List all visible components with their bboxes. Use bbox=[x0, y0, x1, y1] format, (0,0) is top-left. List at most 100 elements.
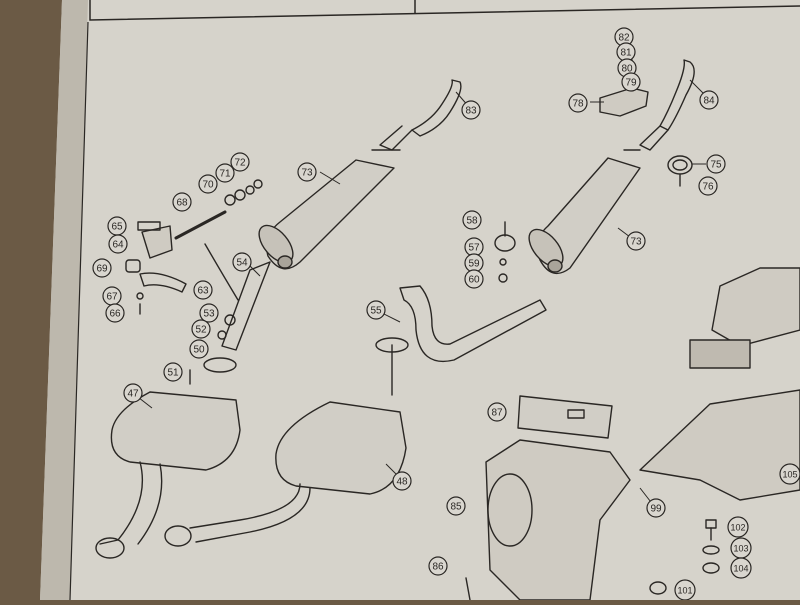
callout-circle bbox=[232, 252, 252, 272]
callout-circle bbox=[105, 303, 125, 323]
tailpipe-83-joint bbox=[379, 125, 413, 151]
cable-54 bbox=[204, 243, 239, 301]
callout-number: 67 bbox=[106, 292, 118, 303]
callout-c85: 85 bbox=[446, 496, 466, 516]
callout-circle bbox=[464, 269, 484, 289]
callout-circle bbox=[428, 556, 448, 576]
callout-c66: 66 bbox=[105, 303, 125, 323]
tailpipe-47a bbox=[99, 461, 144, 545]
flange-50 bbox=[203, 357, 237, 373]
callout-circle bbox=[92, 258, 112, 278]
callout-circle bbox=[108, 234, 128, 254]
callout-number: 81 bbox=[620, 48, 632, 59]
callout-number: 71 bbox=[219, 169, 231, 180]
callout-c79: 79 bbox=[621, 72, 641, 92]
callout-c87: 87 bbox=[487, 402, 507, 422]
callout-number: 101 bbox=[677, 586, 692, 596]
callout-c70: 70 bbox=[198, 174, 218, 194]
callout-circle bbox=[297, 162, 317, 182]
washer-52 bbox=[217, 330, 227, 340]
callout-circle bbox=[215, 163, 235, 183]
callout-circle bbox=[230, 152, 250, 172]
callout-number: 75 bbox=[710, 160, 722, 171]
callout-c102: 102 bbox=[727, 516, 749, 538]
callout-number: 69 bbox=[96, 264, 108, 275]
callout-circle bbox=[727, 516, 749, 538]
callout-circle bbox=[172, 192, 192, 212]
callout-number: 52 bbox=[195, 325, 207, 336]
callout-c55: 55 bbox=[366, 300, 386, 320]
callout-number: 63 bbox=[197, 286, 209, 297]
callout-c54: 54 bbox=[232, 252, 252, 272]
callout-c71: 71 bbox=[215, 163, 235, 183]
callout-number: 80 bbox=[621, 64, 633, 75]
callout-c69: 69 bbox=[92, 258, 112, 278]
callout-number: 86 bbox=[432, 562, 444, 573]
tunnel-panel bbox=[639, 389, 800, 501]
callout-number: 87 bbox=[491, 408, 503, 419]
callout-number: 99 bbox=[650, 504, 662, 515]
callout-number: 59 bbox=[468, 259, 480, 270]
header-frame bbox=[89, 0, 800, 21]
clamp-75 bbox=[667, 155, 693, 175]
callout-circle bbox=[392, 471, 412, 491]
callout-number: 102 bbox=[730, 523, 745, 533]
callout-number: 78 bbox=[572, 99, 584, 110]
plate-65 bbox=[137, 221, 161, 231]
intermediate-pipe-55 bbox=[399, 285, 547, 362]
console-panel bbox=[711, 267, 800, 347]
callout-number: 65 bbox=[111, 222, 123, 233]
callout-number: 54 bbox=[236, 258, 248, 269]
callout-circle bbox=[621, 72, 641, 92]
callout-c53: 53 bbox=[199, 303, 219, 323]
callout-c50: 50 bbox=[189, 339, 209, 359]
floor-panel-85-cutout bbox=[487, 473, 533, 547]
tailpipe-47-end bbox=[95, 537, 125, 559]
callout-circle bbox=[646, 498, 666, 518]
callout-c73b: 73 bbox=[626, 231, 646, 251]
nut-72 bbox=[253, 179, 263, 189]
heat-shield-87 bbox=[517, 395, 613, 439]
callout-c103: 103 bbox=[730, 537, 752, 559]
callout-number: 84 bbox=[703, 96, 715, 107]
heat-shield-87-slot bbox=[567, 409, 585, 419]
paper-edge-shadow bbox=[40, 0, 88, 600]
washer-67 bbox=[136, 292, 144, 300]
callout-number: 104 bbox=[733, 564, 748, 574]
callout-circle bbox=[461, 100, 481, 120]
callout-c83: 83 bbox=[461, 100, 481, 120]
cable-86 bbox=[465, 577, 471, 601]
callout-number: 79 bbox=[625, 78, 637, 89]
callout-number: 57 bbox=[468, 243, 480, 254]
silencer-47 bbox=[110, 391, 241, 471]
callout-number: 82 bbox=[618, 33, 630, 44]
callout-number: 73 bbox=[301, 168, 313, 179]
callout-c76: 76 bbox=[698, 176, 718, 196]
callout-circle bbox=[446, 496, 466, 516]
callout-c58: 58 bbox=[462, 210, 482, 230]
washer-70a bbox=[224, 194, 236, 206]
callout-c48: 48 bbox=[392, 471, 412, 491]
washer-59 bbox=[499, 258, 507, 266]
callout-c104: 104 bbox=[730, 557, 752, 579]
strap-63 bbox=[139, 272, 187, 293]
silencer-48 bbox=[275, 401, 407, 495]
parts-drawing bbox=[95, 33, 800, 601]
callout-c73a: 73 bbox=[297, 162, 317, 182]
callout-c75: 75 bbox=[706, 154, 726, 174]
callout-c101: 101 bbox=[674, 579, 696, 601]
clamp-75-inner bbox=[672, 159, 688, 171]
nut-104 bbox=[702, 562, 720, 574]
callout-circle bbox=[189, 339, 209, 359]
callout-c105: 105 bbox=[779, 463, 800, 485]
callout-circle bbox=[698, 176, 718, 196]
callout-number: 47 bbox=[127, 389, 139, 400]
callout-c81: 81 bbox=[616, 42, 636, 62]
callout-number: 103 bbox=[733, 544, 748, 554]
callout-circle bbox=[626, 231, 646, 251]
washer-71 bbox=[245, 185, 255, 195]
callout-circle bbox=[568, 93, 588, 113]
callout-number: 105 bbox=[782, 470, 797, 480]
callout-number: 58 bbox=[466, 216, 478, 227]
